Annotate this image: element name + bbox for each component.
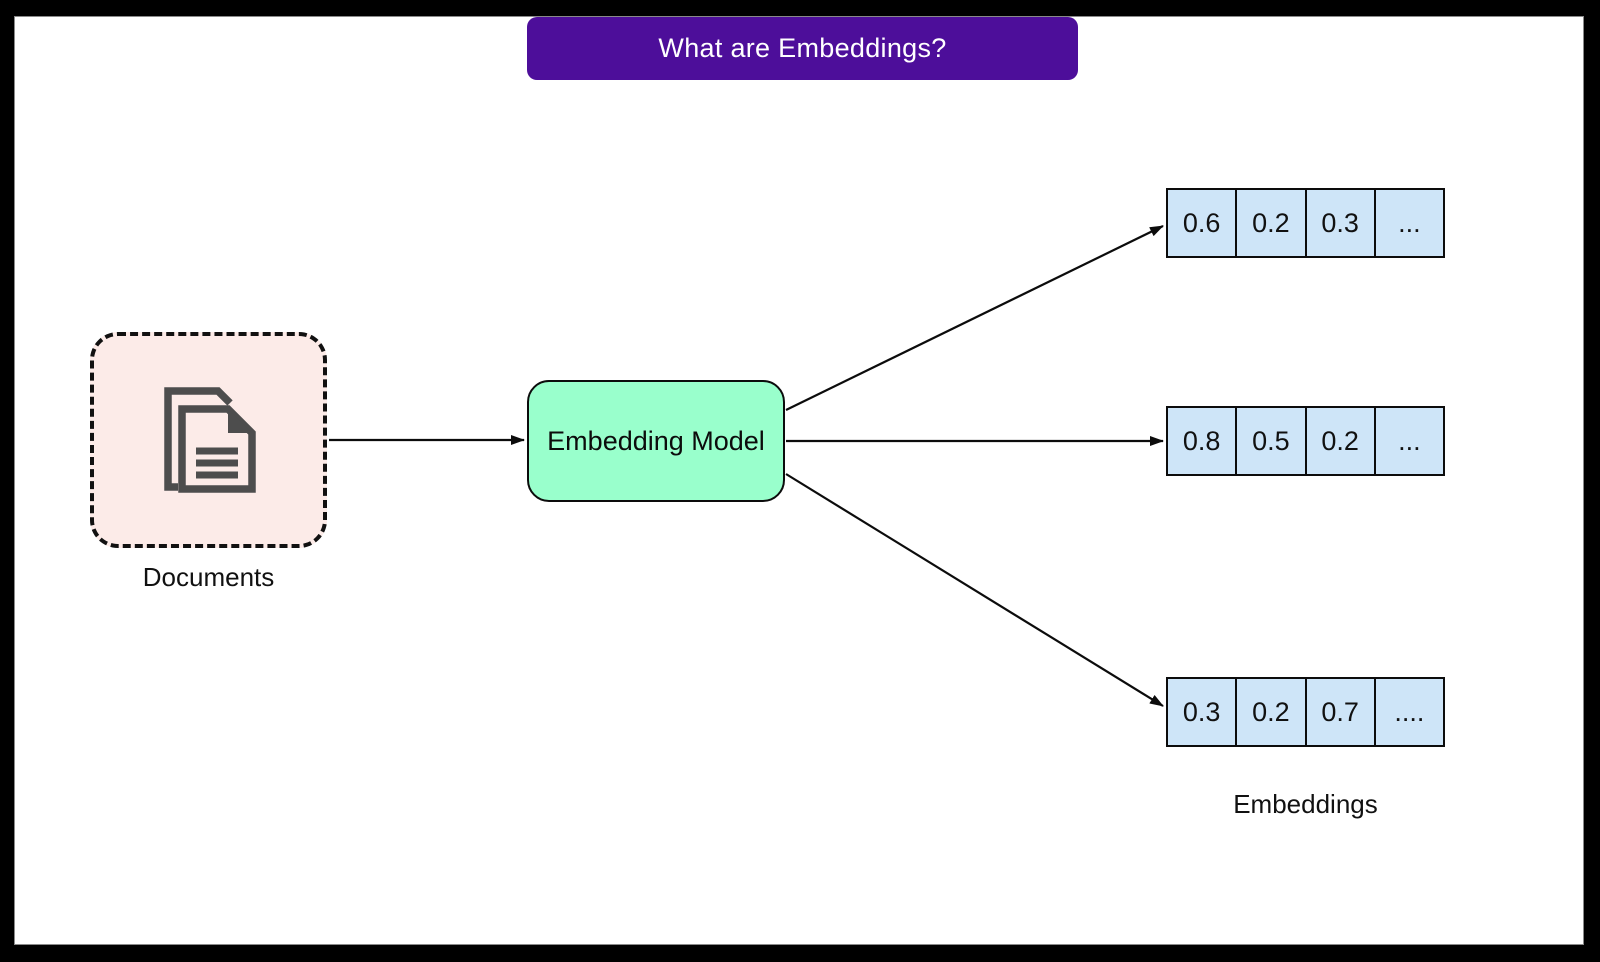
vector-cell: 0.7 (1307, 679, 1376, 745)
vector-cell: 0.3 (1307, 190, 1376, 256)
embedding-vector-3: 0.3 0.2 0.7 .... (1166, 677, 1445, 747)
vector-cell: ... (1398, 425, 1421, 456)
documents-label: Documents (142, 562, 275, 592)
vector-cell: 0.2 (1307, 408, 1376, 474)
title-banner: What are Embeddings? (527, 17, 1078, 80)
vector-cell: 0.3 (1168, 679, 1238, 745)
embedding-model-node: Embedding Model (527, 380, 785, 502)
page-title: What are Embeddings? (658, 33, 947, 63)
vector-cell: 0.2 (1237, 190, 1307, 256)
embeddings-label: Embeddings (1233, 789, 1378, 819)
embedding-vector-1: 0.6 0.2 0.3 ... (1166, 188, 1445, 258)
documents-icon (163, 387, 256, 493)
vector-cell: 0.2 (1237, 679, 1307, 745)
embedding-model-label: Embedding Model (547, 425, 765, 456)
vector-cell: 0.8 (1168, 408, 1238, 474)
vector-cell: .... (1394, 696, 1425, 727)
vector-cell: ... (1398, 207, 1421, 238)
documents-node (90, 332, 327, 548)
embedding-vector-2: 0.8 0.5 0.2 ... (1166, 406, 1445, 476)
vector-cell: 0.5 (1237, 408, 1307, 474)
vector-cell: 0.6 (1168, 190, 1238, 256)
